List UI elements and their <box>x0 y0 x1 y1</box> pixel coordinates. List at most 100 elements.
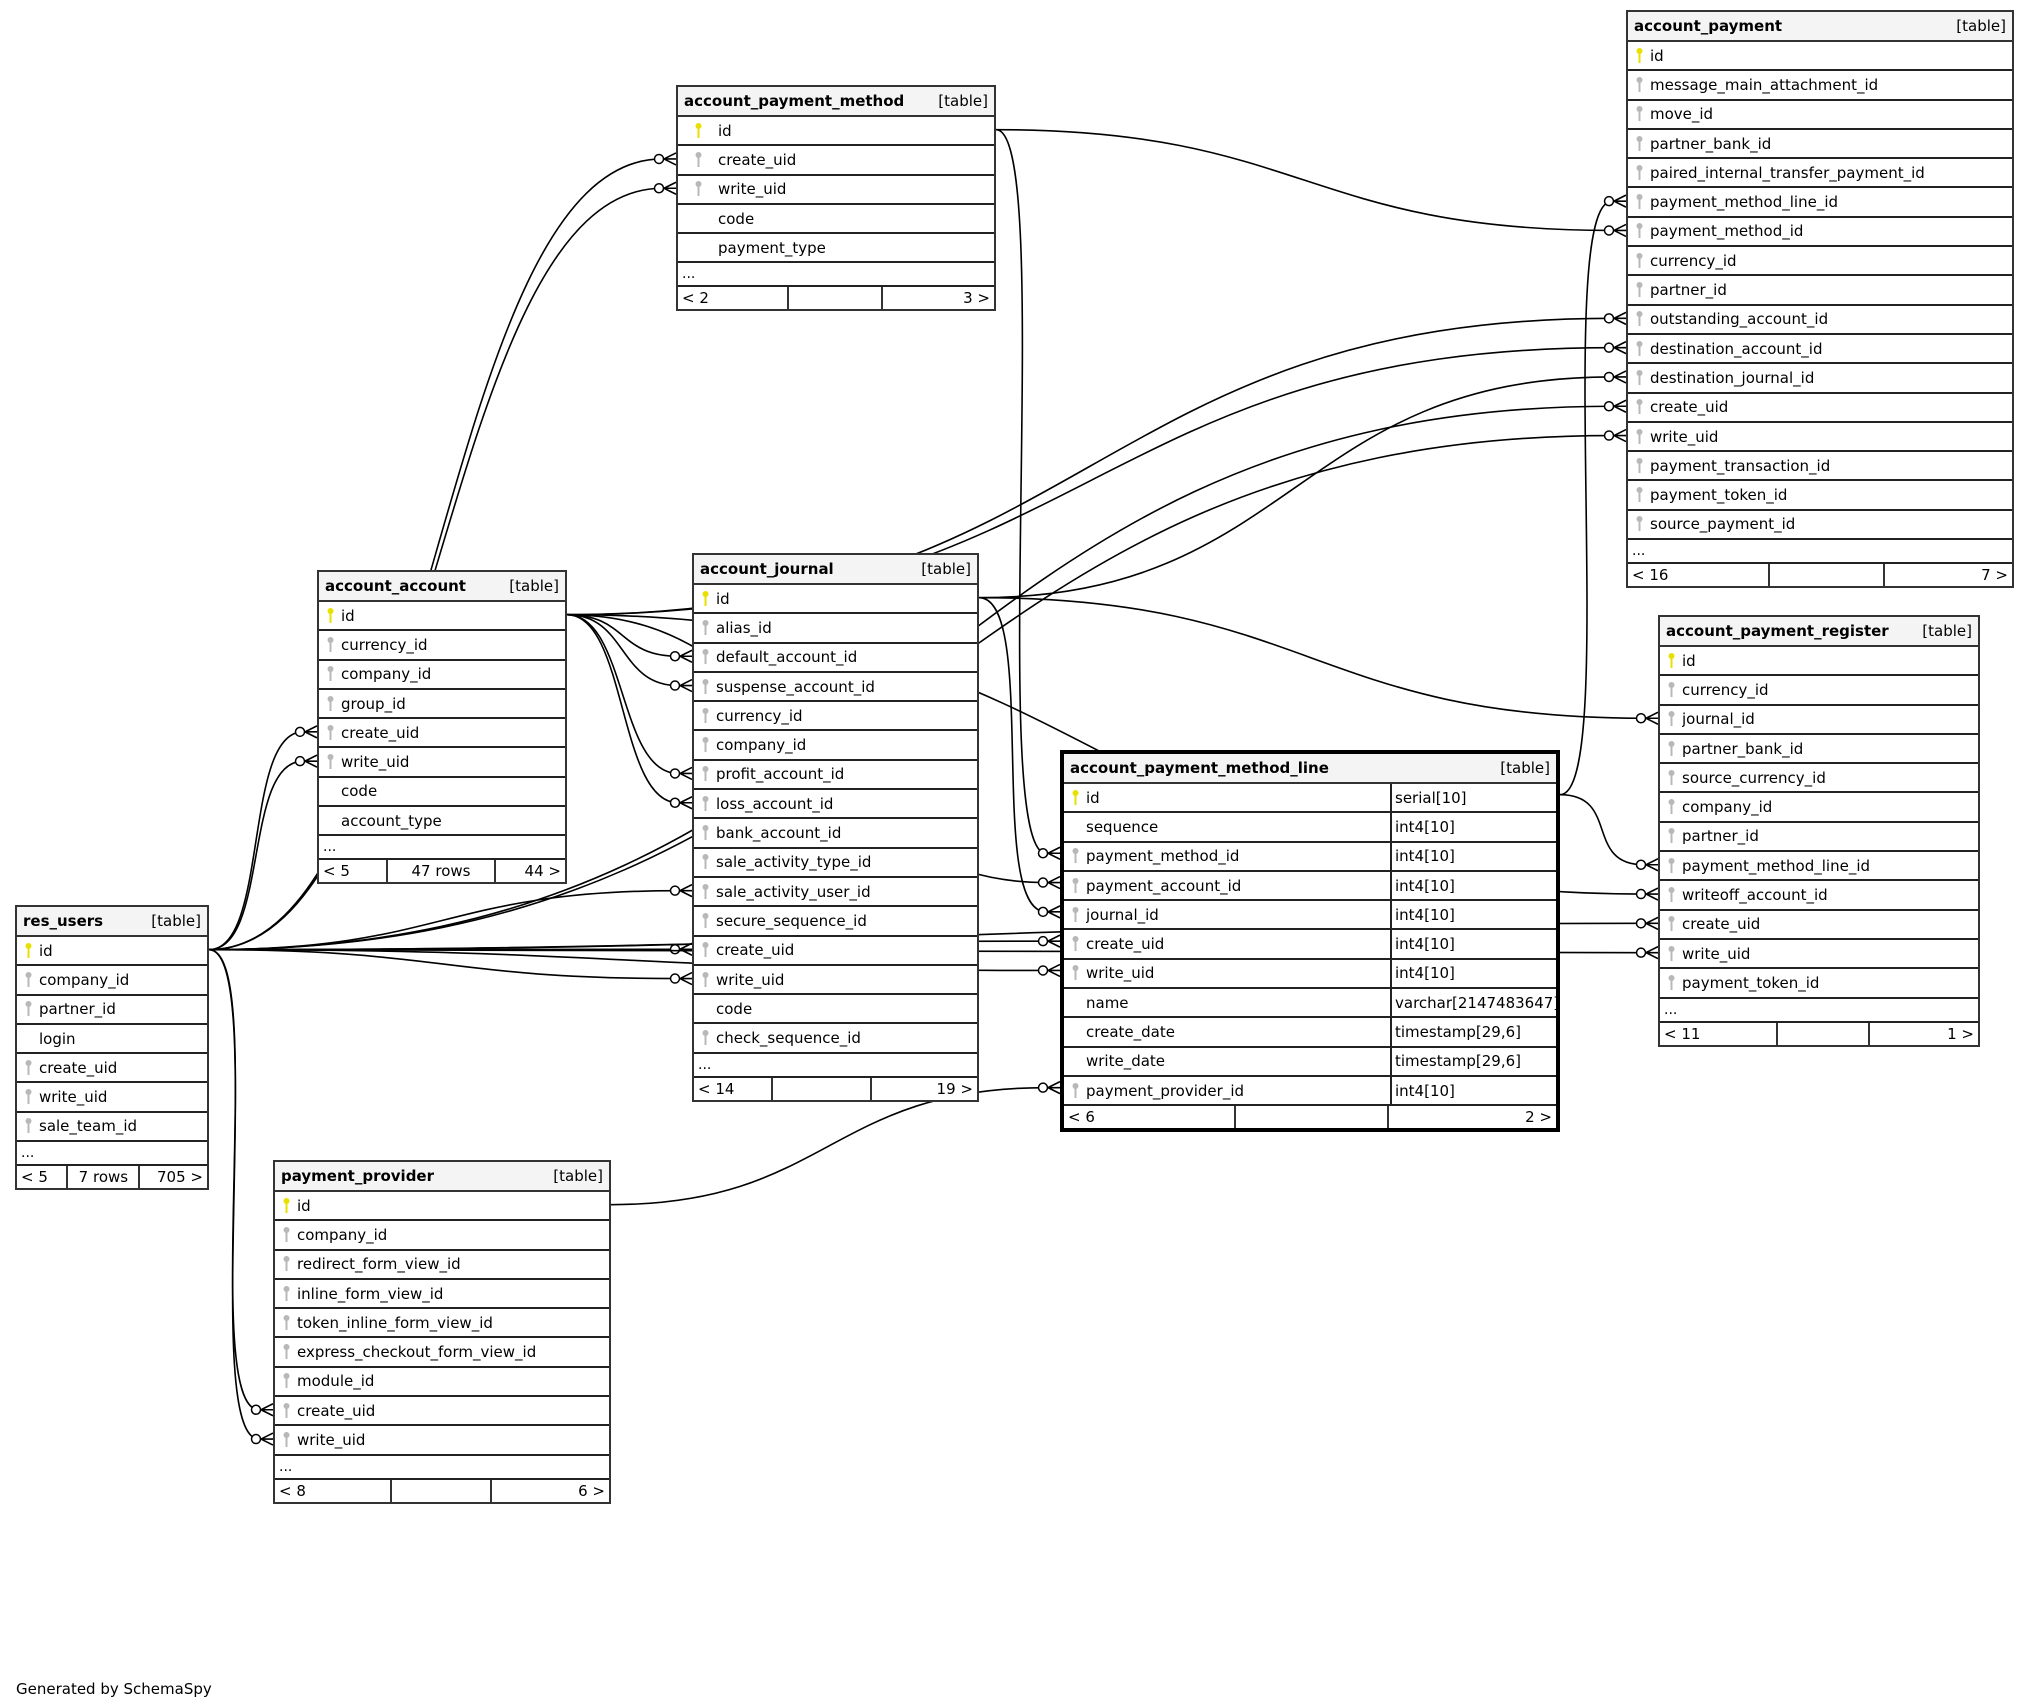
column-row[interactable]: create_uid <box>1660 911 1978 940</box>
column-row[interactable]: message_main_attachment_id <box>1628 71 2012 101</box>
column-row[interactable]: partner_id <box>17 996 207 1025</box>
table-header[interactable]: payment_provider [table] <box>275 1162 609 1192</box>
parent-count[interactable]: < 16 <box>1628 564 1771 587</box>
column-row[interactable]: currency_id <box>1628 247 2012 277</box>
column-row[interactable]: outstanding_account_id <box>1628 306 2012 335</box>
more-columns-ellipsis[interactable]: ... <box>678 263 994 288</box>
table-res-users[interactable]: res_users [table] id company_id partner_… <box>15 905 209 1191</box>
column-row[interactable]: company_id <box>275 1221 609 1251</box>
column-row[interactable]: sale_activity_user_id <box>694 878 977 908</box>
child-count[interactable]: 705 > <box>157 1168 203 1187</box>
column-row[interactable]: destination_journal_id <box>1628 364 2012 394</box>
more-columns-ellipsis[interactable]: ... <box>275 1456 609 1480</box>
table-payment-provider[interactable]: payment_provider [table] id company_id r… <box>273 1160 611 1504</box>
column-row[interactable]: payment_transaction_id <box>1628 452 2012 482</box>
parent-count[interactable]: < 8 <box>275 1479 392 1502</box>
table-header[interactable]: account_journal [table] <box>694 555 977 585</box>
column-row[interactable]: move_id <box>1628 101 2012 130</box>
table-header[interactable]: res_users [table] <box>17 907 207 937</box>
child-count[interactable]: 1 > <box>1947 1024 1974 1043</box>
column-row[interactable]: write_uid <box>17 1083 207 1113</box>
parent-count[interactable]: < 14 <box>694 1077 774 1100</box>
column-row[interactable]: sale_team_id <box>17 1113 207 1143</box>
more-columns-ellipsis[interactable]: ... <box>1660 999 1978 1023</box>
parent-count[interactable]: < 2 <box>678 287 789 310</box>
column-row[interactable]: payment_type <box>678 234 994 264</box>
column-row[interactable]: login <box>17 1025 207 1055</box>
column-row[interactable]: default_account_id <box>694 644 977 673</box>
column-row[interactable]: partner_bank_id <box>1628 130 2012 160</box>
column-row[interactable]: token_inline_form_view_id <box>275 1309 609 1339</box>
column-row[interactable]: payment_method_id <box>1628 218 2012 248</box>
column-row[interactable]: express_checkout_form_view_id <box>275 1338 609 1368</box>
column-row[interactable]: alias_id <box>694 614 977 644</box>
column-row[interactable]: code <box>694 995 977 1025</box>
parent-count[interactable]: < 6 <box>1064 1106 1237 1129</box>
table-header[interactable]: account_payment_register [table] <box>1660 617 1978 647</box>
column-row[interactable]: source_payment_id <box>1628 511 2012 541</box>
column-row[interactable]: check_sequence_id <box>694 1024 977 1054</box>
column-row[interactable]: currency_id <box>319 631 565 661</box>
column-row[interactable]: id <box>1628 42 2012 72</box>
column-row[interactable]: id <box>694 585 977 615</box>
column-row[interactable]: partner_id <box>1628 276 2012 306</box>
column-row[interactable]: account_type <box>319 807 565 837</box>
column-row[interactable]: partner_bank_id <box>1660 735 1978 765</box>
column-row[interactable]: create_uid <box>694 937 977 966</box>
column-row[interactable]: create_uid <box>275 1397 609 1427</box>
table-account-journal[interactable]: account_journal [table] id alias_id defa… <box>692 553 979 1102</box>
child-count[interactable]: 6 > <box>578 1481 605 1500</box>
table-account-account[interactable]: account_account [table] id currency_id c… <box>317 570 567 885</box>
more-columns-ellipsis[interactable]: ... <box>17 1142 207 1167</box>
column-row[interactable]: company_id <box>694 731 977 761</box>
column-row[interactable]: company_id <box>319 661 565 690</box>
table-account-payment-method[interactable]: account_payment_method [table] id create… <box>676 85 996 312</box>
column-row[interactable]: code <box>678 205 994 235</box>
column-row[interactable]: inline_form_view_id <box>275 1280 609 1310</box>
more-columns-ellipsis[interactable]: ... <box>694 1054 977 1078</box>
column-row[interactable]: company_id <box>17 966 207 996</box>
column-row[interactable]: write_uid <box>319 748 565 778</box>
parent-count[interactable]: < 5 <box>17 1166 69 1189</box>
parent-count[interactable]: < 11 <box>1660 1022 1778 1045</box>
child-count[interactable]: 2 > <box>1525 1108 1552 1127</box>
column-row[interactable]: destination_account_id <box>1628 335 2012 365</box>
column-row[interactable]: payment_token_id <box>1628 481 2012 511</box>
column-row[interactable]: id <box>17 937 207 967</box>
column-row[interactable]: payment_method_line_id <box>1628 188 2012 218</box>
column-row[interactable]: write_uid <box>694 966 977 996</box>
column-row[interactable]: id <box>275 1192 609 1222</box>
column-row[interactable]: currency_id <box>694 702 977 732</box>
column-row[interactable]: write_uid <box>275 1426 609 1456</box>
column-row[interactable]: payment_token_id <box>1660 969 1978 999</box>
column-row[interactable]: sale_activity_type_id <box>694 849 977 878</box>
parent-count[interactable]: < 5 <box>319 860 388 883</box>
more-columns-ellipsis[interactable]: ... <box>1628 540 2012 565</box>
column-row[interactable]: paired_internal_transfer_payment_id <box>1628 159 2012 189</box>
column-row[interactable]: module_id <box>275 1368 609 1398</box>
column-row[interactable]: currency_id <box>1660 676 1978 706</box>
column-row[interactable]: write_uid <box>1660 940 1978 970</box>
column-row[interactable]: id <box>1660 647 1978 677</box>
column-row[interactable]: partner_id <box>1660 823 1978 853</box>
column-row[interactable]: secure_sequence_id <box>694 907 977 937</box>
child-count[interactable]: 19 > <box>936 1079 973 1098</box>
table-account-payment-register[interactable]: account_payment_register [table] id curr… <box>1658 615 1980 1047</box>
table-header[interactable]: account_payment_method [table] <box>678 87 994 117</box>
column-row[interactable]: company_id <box>1660 793 1978 823</box>
child-count[interactable]: 44 > <box>524 862 561 881</box>
column-row[interactable]: writeoff_account_id <box>1660 881 1978 911</box>
column-row[interactable]: group_id <box>319 690 565 720</box>
table-header[interactable]: account_payment_method_line [table] <box>1064 754 1556 784</box>
column-row[interactable]: id <box>678 117 994 147</box>
